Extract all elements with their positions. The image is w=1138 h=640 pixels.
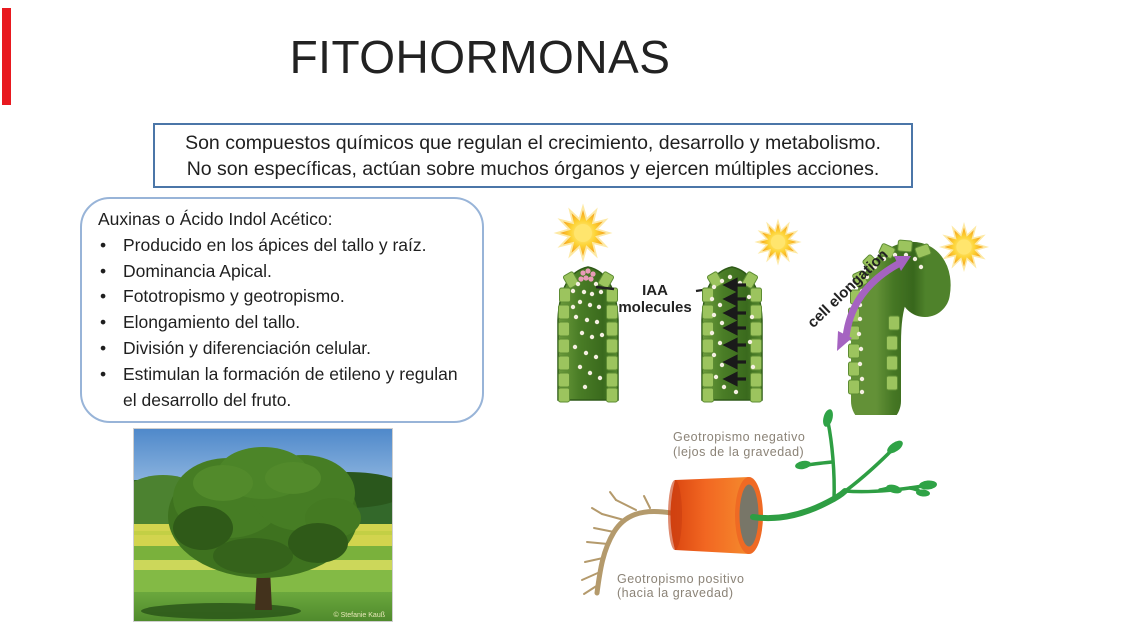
geotropism-negative-sublabel: (lejos de la gravedad) <box>673 445 804 459</box>
slide-title: FITOHORMONAS <box>289 31 671 83</box>
description-line-2: No son específicas, actúan sobre muchos … <box>186 158 880 180</box>
roots <box>581 491 674 596</box>
description-box: Son compuestos químicos que regulan el c… <box>153 123 913 188</box>
cell-elongation-arrow <box>837 256 911 351</box>
geotropism-positive-sublabel: (hacia la gravedad) <box>617 586 734 600</box>
tree-canopy <box>168 447 361 578</box>
geotropism-diagram: Geotropismo negativo (lejos de la graved… <box>581 409 937 600</box>
bullet-item: Fototropismo y geotropismo. <box>94 284 474 310</box>
geotropism-negative-label: Geotropismo negativo <box>673 430 805 444</box>
geotropism-positive-label: Geotropismo positivo <box>617 572 744 586</box>
iaa-migration-arrows <box>722 277 746 387</box>
sun-icon <box>553 203 613 263</box>
phototropism-diagram: IAA molecules <box>553 203 990 415</box>
bullet-item: Producido en los ápices del tallo y raíz… <box>94 233 474 259</box>
iaa-label: molecules <box>618 299 691 316</box>
shoot-stem <box>750 420 925 522</box>
leaves <box>795 409 937 497</box>
bullet-item: División y diferenciación celular. <box>94 336 474 362</box>
auxin-bullet-box: Auxinas o Ácido Indol Acético: Producido… <box>80 197 484 423</box>
bullet-item: Elongamiento del tallo. <box>94 310 474 336</box>
shoot-even-iaa <box>557 266 619 403</box>
description-line-1: Son compuestos químicos que regulan el c… <box>185 132 881 154</box>
iaa-label: IAA <box>642 282 668 299</box>
auxin-bullet-list: Producido en los ápices del tallo y raíz… <box>94 233 474 414</box>
bullet-item: Dominancia Apical. <box>94 259 474 285</box>
flower-pot <box>668 477 763 554</box>
shoot-bent <box>848 239 951 415</box>
shoot-migrating-iaa <box>701 266 763 403</box>
tree-photo: © Stefanie Kauß <box>133 428 393 622</box>
bullet-item: Estimulan la formación de etileno y regu… <box>94 362 468 414</box>
red-accent-bar <box>2 8 11 105</box>
auxin-heading: Auxinas o Ácido Indol Acético: <box>98 209 333 229</box>
pointer-line <box>595 285 615 291</box>
sun-icon <box>754 218 802 266</box>
photo-watermark: © Stefanie Kauß <box>334 611 385 619</box>
tree-shadow <box>141 603 301 619</box>
